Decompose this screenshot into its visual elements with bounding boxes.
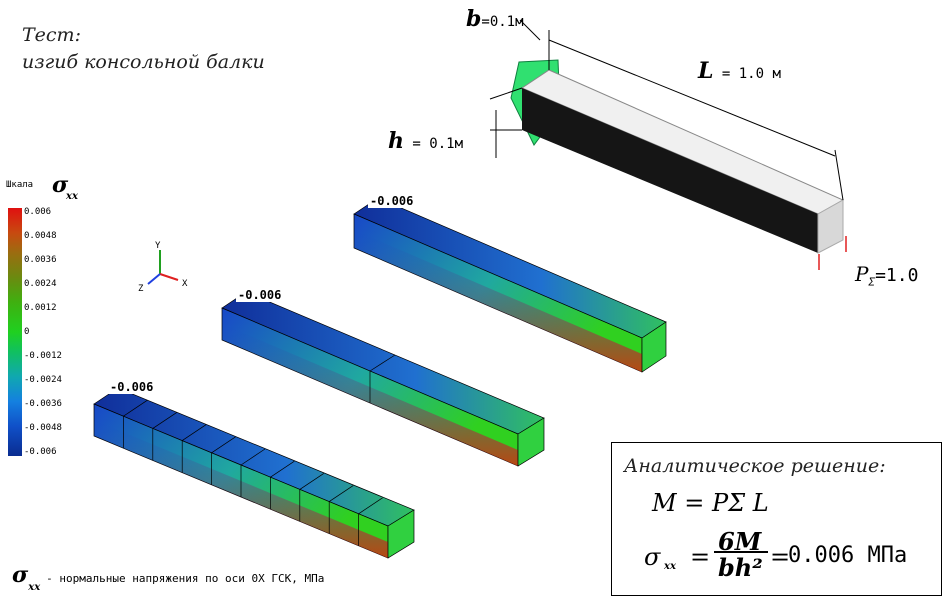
reference-beam	[489, 19, 847, 270]
title-line-1: Тест:	[22, 24, 81, 46]
dimension-h-symbol: h	[388, 128, 404, 154]
dimension-h: h = 0.1м	[388, 128, 463, 154]
legend-text: - нормальные напряжения по оси 0X ГСК, М…	[46, 572, 325, 585]
beam-3-segment-top-edge	[123, 399, 148, 417]
load-subscript: Σ	[868, 275, 876, 289]
dimension-b-symbol: b	[466, 6, 482, 32]
load-label: PΣ=1.0	[855, 262, 918, 289]
scale-sigma-symbol: σ	[52, 172, 69, 198]
color-scale-tick: -0.0036	[24, 399, 62, 409]
color-scale-tick: 0	[24, 327, 30, 337]
stress-legend: σxx - нормальные напряжения по оси 0X ГСК…	[12, 562, 325, 593]
dimension-l: L = 1.0 м	[698, 58, 781, 84]
analytic-result: 0.006 МПа	[788, 543, 908, 568]
beam-3-segment-top-edge	[329, 485, 354, 502]
color-scale-tick: -0.0048	[24, 423, 62, 433]
beam-3-segment-top-edge	[299, 473, 324, 490]
scale-sigma-subscript: xx	[66, 191, 78, 202]
dimension-b: b=0.1м	[466, 6, 524, 32]
color-scale-tick: 0.006	[24, 207, 52, 217]
dimension-h-value: = 0.1м	[404, 136, 464, 152]
beam-3-segment-top-edge	[182, 424, 207, 441]
axis-x-label: X	[182, 279, 188, 289]
color-scale-bar	[8, 208, 22, 456]
beam-3	[93, 387, 415, 559]
color-scale-tick: 0.0048	[24, 231, 57, 241]
color-scale-tick: 0.0024	[24, 279, 57, 289]
beam-1-label: -0.006	[368, 194, 416, 208]
color-scale-tick: 0.0012	[24, 303, 57, 313]
axis-y-label: Y	[155, 241, 161, 251]
color-scale-tick: -0.0024	[24, 375, 62, 385]
title-line-2: изгиб консольной балки	[22, 51, 265, 73]
beam-2	[221, 291, 545, 467]
beam-3-label: -0.006	[108, 380, 156, 394]
scale-label: Шкала	[6, 180, 34, 190]
beam-1	[353, 197, 667, 373]
dimension-l-value: = 1.0 м	[713, 66, 781, 82]
dimension-b-value: =0.1м	[481, 14, 524, 30]
color-scale-tick: 0.0036	[24, 255, 57, 265]
color-scale-tick: -0.0012	[24, 351, 62, 361]
coordinate-axes-icon	[147, 250, 179, 285]
beam-3-segment-top-edge	[240, 448, 266, 466]
beam-2-label: -0.006	[236, 288, 284, 302]
stress-formula-denominator: bh²	[718, 553, 763, 582]
legend-sigma-symbol: σ	[12, 562, 29, 588]
color-scale-tick: -0.006	[24, 447, 57, 457]
analytic-heading: Аналитическое решение:	[624, 455, 886, 477]
analytic-solution-box: Аналитическое решение: M = PΣ L σ xx = 6…	[611, 442, 942, 596]
moment-formula: M = PΣ L	[652, 489, 769, 517]
beam-3-segment-top-edge	[152, 412, 177, 429]
axis-z-label: Z	[138, 284, 144, 294]
beam-3-segment-top-edge	[270, 460, 295, 478]
title: Тест: изгиб консольной балки	[22, 22, 265, 76]
beam-3-segment-top-edge	[358, 497, 383, 515]
legend-sigma-subscript: xx	[28, 582, 41, 593]
dimension-l-symbol: L	[698, 58, 714, 84]
beam-3-segment-top-edge	[211, 436, 236, 454]
load-symbol: P	[855, 262, 869, 286]
load-value: =1.0	[875, 265, 919, 286]
